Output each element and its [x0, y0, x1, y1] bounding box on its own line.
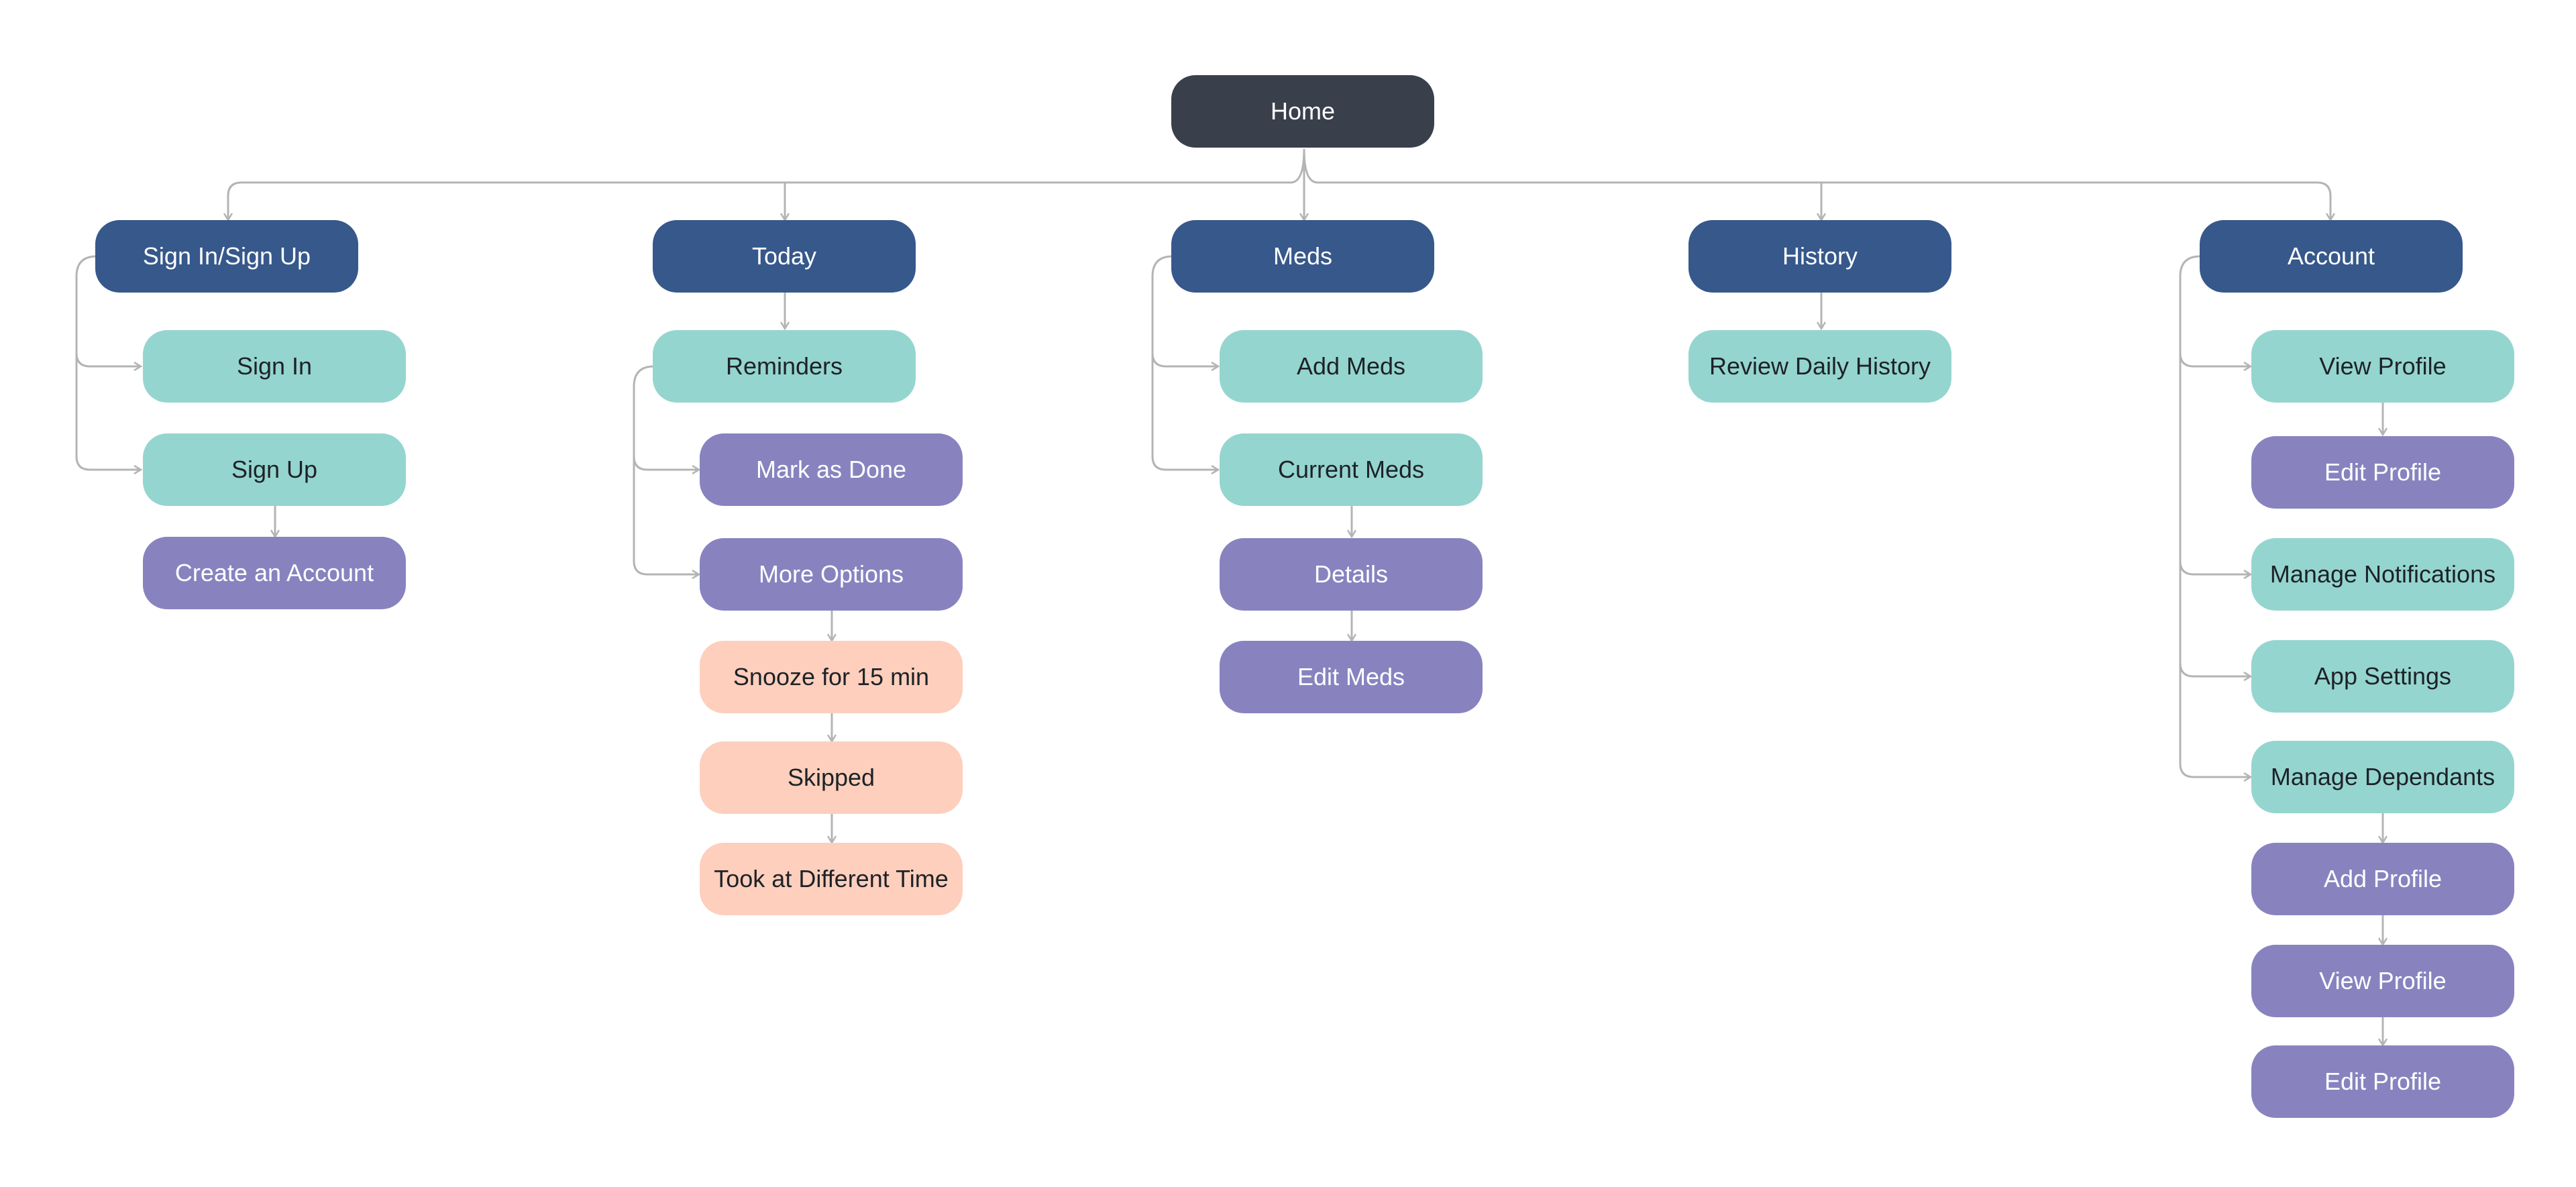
node-app-settings[interactable]: App Settings	[2251, 640, 2514, 713]
node-details[interactable]: Details	[1220, 538, 1483, 611]
node-sign-in[interactable]: Sign In	[143, 330, 406, 403]
node-history[interactable]: History	[1688, 220, 1951, 293]
node-edit-meds[interactable]: Edit Meds	[1220, 641, 1483, 713]
connector-manage-notifications	[2179, 353, 2251, 574]
node-view-profile-2[interactable]: View Profile	[2251, 945, 2514, 1017]
connector-current-meds	[1151, 353, 1218, 470]
node-home[interactable]: Home	[1171, 75, 1434, 148]
node-skipped[interactable]: Skipped	[700, 741, 963, 814]
node-manage-dependants[interactable]: Manage Dependants	[2251, 741, 2514, 813]
node-manage-notifications[interactable]: Manage Notifications	[2251, 538, 2514, 611]
node-meds[interactable]: Meds	[1171, 220, 1434, 293]
node-today[interactable]: Today	[653, 220, 916, 293]
connector-home-bus-right	[1303, 148, 2330, 220]
node-edit-profile-2[interactable]: Edit Profile	[2251, 1045, 2514, 1118]
node-current-meds[interactable]: Current Meds	[1220, 433, 1483, 506]
connector-signup	[75, 353, 141, 470]
node-sign-up[interactable]: Sign Up	[143, 433, 406, 506]
node-mark-as-done[interactable]: Mark as Done	[700, 433, 963, 506]
node-create-account[interactable]: Create an Account	[143, 537, 406, 609]
connector-more-options	[633, 456, 699, 574]
connector-home-bus	[228, 148, 1305, 220]
node-view-profile[interactable]: View Profile	[2251, 330, 2514, 403]
connector-app-settings	[2179, 561, 2251, 676]
node-reminders[interactable]: Reminders	[653, 330, 916, 403]
node-snooze[interactable]: Snooze for 15 min	[700, 641, 963, 713]
node-add-profile[interactable]: Add Profile	[2251, 843, 2514, 915]
node-review-daily-history[interactable]: Review Daily History	[1688, 330, 1951, 403]
node-account[interactable]: Account	[2200, 220, 2463, 293]
node-edit-profile[interactable]: Edit Profile	[2251, 436, 2514, 509]
node-sign-in-sign-up[interactable]: Sign In/Sign Up	[95, 220, 358, 293]
node-add-meds[interactable]: Add Meds	[1220, 330, 1483, 403]
node-took-at-different-time[interactable]: Took at Different Time	[700, 843, 963, 915]
node-more-options[interactable]: More Options	[700, 538, 963, 611]
connector-manage-dependants	[2179, 663, 2251, 777]
